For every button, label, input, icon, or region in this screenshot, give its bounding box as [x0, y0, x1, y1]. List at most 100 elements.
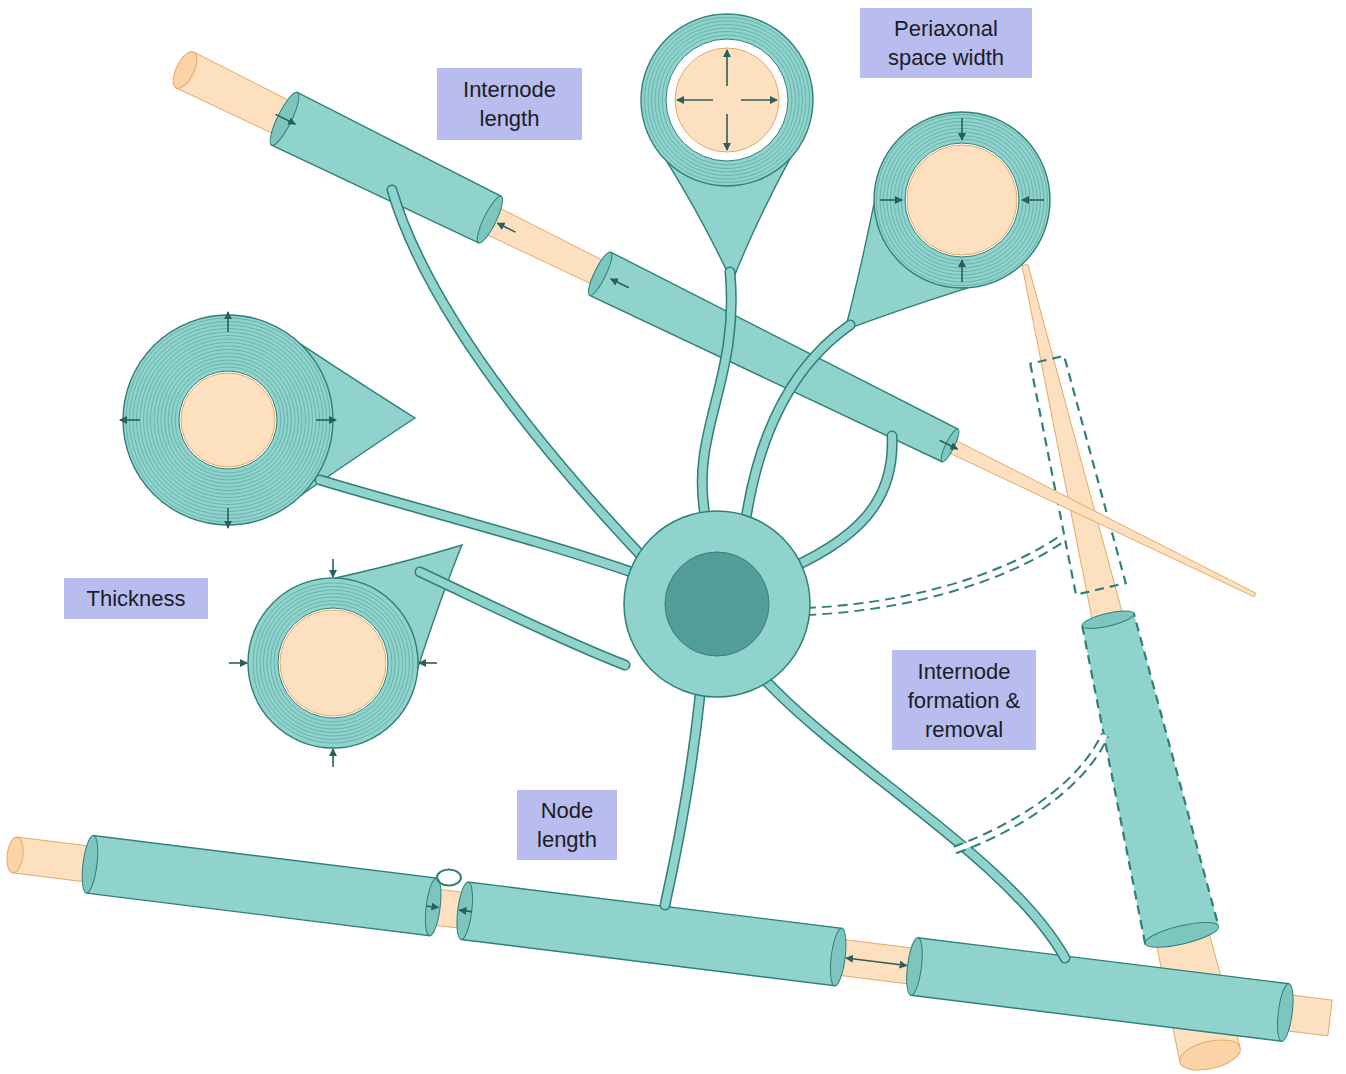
forming-process [790, 540, 1060, 612]
internode-end [1081, 607, 1136, 632]
forming-internode-outline [1030, 356, 1125, 595]
myelin-internode [461, 882, 842, 986]
change-arrow [419, 662, 437, 664]
processes [320, 190, 1105, 958]
process-outline [665, 695, 700, 905]
myelin-lamella [901, 139, 1023, 261]
internode-end [79, 835, 100, 894]
myelin-sheath [248, 578, 418, 748]
cell-process [420, 572, 625, 665]
myelin-lamella [648, 21, 806, 179]
myelin-lamella [884, 122, 1041, 279]
change-arrow [275, 114, 295, 124]
process-outline [320, 480, 640, 575]
change-arrow [611, 279, 629, 288]
label-box: Internode length [437, 68, 582, 140]
myelin-lamella [126, 318, 330, 522]
cell-process [320, 480, 640, 575]
axon-section [907, 145, 1017, 255]
myelin-lamella [887, 125, 1037, 275]
myelin-lamella [655, 28, 799, 172]
change-arrow [880, 199, 902, 201]
myelin-lamella [257, 587, 410, 740]
change-arrow [497, 223, 515, 232]
change-arrow [726, 50, 728, 86]
internode-end [828, 927, 849, 986]
label-text: Periaxonal space width [864, 14, 1028, 72]
change-arrow [332, 559, 334, 577]
myelin-lamella [898, 136, 1027, 265]
cell-process [665, 695, 700, 905]
cross-sections [123, 14, 1050, 748]
change-arrow [940, 440, 958, 449]
myelin-lamella [172, 364, 285, 477]
myelin-lamella [151, 343, 306, 498]
label-text: Thickness [86, 584, 185, 613]
myelin-lamella [260, 590, 406, 736]
nucleus [665, 552, 769, 656]
myelin-lamella [175, 367, 281, 473]
internode-end [904, 937, 925, 996]
myelin-sheath [123, 315, 333, 525]
myelin-lamella [880, 118, 1044, 282]
periaxonal-space [666, 39, 788, 161]
change-arrow [846, 958, 906, 965]
myelin-lamella [877, 115, 1048, 286]
axon-section [280, 610, 386, 716]
myelin-lamella [274, 604, 392, 722]
myelin-lamella [271, 601, 396, 726]
internode-end [584, 250, 616, 298]
label-box: Internode formation & removal [892, 650, 1036, 750]
myelin-lamella [894, 132, 1030, 268]
change-arrow [426, 906, 438, 908]
periaxonal-space [905, 143, 1019, 257]
cell-process [745, 325, 850, 525]
cell-body [624, 511, 810, 697]
myelin-sheath [874, 112, 1050, 288]
label-text: Node length [521, 796, 613, 854]
internode-end [1143, 917, 1221, 952]
myelin-lamella [659, 32, 796, 169]
label-text: Internode length [441, 75, 578, 133]
internode-end [423, 877, 444, 936]
axon-end [1177, 1035, 1244, 1074]
process-outline [702, 272, 731, 515]
process-outline [420, 572, 625, 665]
myelin-lamella [662, 35, 792, 165]
myelin-lamella [891, 129, 1034, 272]
myelin-lamella [645, 18, 810, 183]
arrows [120, 50, 1044, 966]
myelin-lamella [165, 357, 292, 484]
internode-end [265, 89, 303, 148]
forming-process [955, 735, 1105, 850]
myelin-internode [86, 836, 436, 936]
label-box: Node length [517, 790, 617, 860]
internode-end [1275, 983, 1296, 1042]
myelin-internode [1082, 614, 1218, 944]
process-outline [745, 325, 850, 525]
myelin-lamella [161, 353, 295, 487]
change-arrow [229, 662, 247, 664]
myelin-lamella [267, 597, 399, 729]
axon-section [675, 48, 779, 152]
label-box: Periaxonal space width [860, 8, 1032, 78]
periaxonal-space [278, 608, 388, 718]
change-arrow [227, 508, 229, 528]
forming-process-core [955, 735, 1105, 850]
myelin-lamella [133, 325, 323, 515]
myelin-lamella [652, 25, 803, 176]
myelin-lamella [140, 332, 316, 508]
internode-end [473, 194, 507, 246]
change-arrow [961, 260, 963, 282]
myelin-lamella [147, 339, 309, 501]
label-text: Internode formation & removal [896, 657, 1032, 744]
myelin-lamella [137, 329, 320, 512]
axon-end [168, 48, 201, 92]
label-box: Thickness [64, 578, 208, 619]
cell-process [702, 272, 731, 515]
change-arrow [332, 749, 334, 767]
change-arrow [741, 99, 777, 101]
